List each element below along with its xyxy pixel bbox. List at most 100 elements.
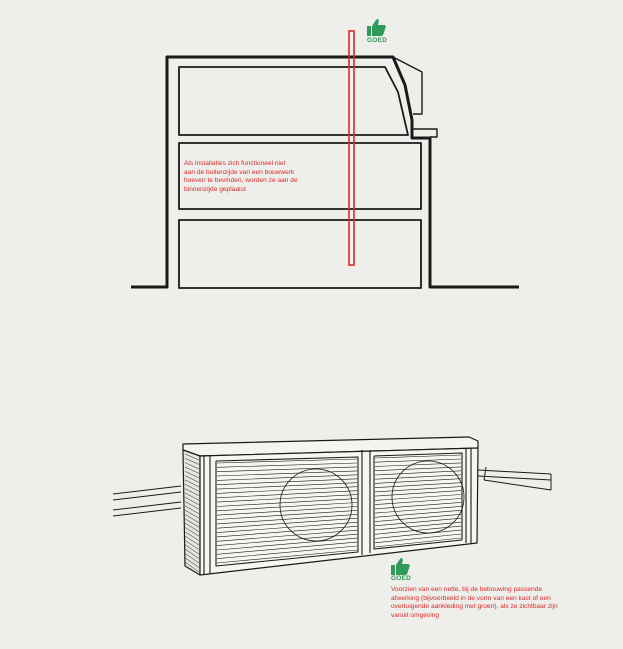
slat-line xyxy=(216,462,358,468)
slat-line xyxy=(374,462,462,467)
slat-line xyxy=(374,533,462,544)
note-line: aan de buitenzijde van een bouwwerk xyxy=(184,168,295,176)
slat-line xyxy=(216,494,358,503)
slat-line xyxy=(374,502,462,510)
slat-line xyxy=(374,514,462,522)
slat-line xyxy=(184,518,200,528)
slat-line xyxy=(184,492,200,501)
room-upper xyxy=(178,66,409,136)
slat-line xyxy=(216,506,358,516)
slat-line xyxy=(374,458,462,463)
slat-line xyxy=(216,522,358,533)
slat-line xyxy=(216,518,358,529)
slat-line xyxy=(184,514,200,523)
slat-line xyxy=(184,548,200,559)
approval-badge-label: GOED xyxy=(391,575,411,582)
slat-line xyxy=(374,454,462,459)
bottom-note: Voorzien van een nette, bij de bebouwing… xyxy=(391,586,558,620)
slat-line xyxy=(184,535,200,546)
slat-line xyxy=(216,537,358,551)
slat-line xyxy=(374,482,462,488)
slat-line xyxy=(184,458,200,465)
slat-line xyxy=(216,478,358,485)
pipes-right xyxy=(477,466,552,491)
slat-line xyxy=(184,475,200,483)
slat-line xyxy=(216,514,358,525)
internal-installation-duct xyxy=(348,30,355,266)
slat-line xyxy=(374,486,462,493)
slat-line xyxy=(184,509,200,519)
slat-line xyxy=(184,462,200,470)
slat-line xyxy=(374,494,462,501)
slat-line xyxy=(184,479,200,488)
note-line: overtuigende aankleding met groen), als … xyxy=(391,603,558,611)
slat-line xyxy=(184,453,200,461)
slat-line xyxy=(184,557,200,568)
slat-line xyxy=(184,496,200,506)
slat-line xyxy=(216,458,358,464)
slat-line xyxy=(374,498,462,505)
approval-badge-label: GOED xyxy=(367,37,387,44)
fan-outline-right xyxy=(391,460,465,534)
slat-line xyxy=(374,470,462,476)
cabinet-side xyxy=(182,449,201,576)
note-line: binnenzijde geplaatst xyxy=(184,185,246,193)
roof-edge-detail xyxy=(392,56,423,115)
slat-line xyxy=(216,490,358,499)
note-line: hoeven te bevinden, worden ze aan de xyxy=(184,177,298,185)
slat-line xyxy=(374,521,462,531)
slat-line xyxy=(184,505,200,515)
fan-outline-left xyxy=(279,468,353,542)
slat-line xyxy=(216,470,358,477)
approval-badge-bottom: GOED xyxy=(388,575,414,582)
slat-line xyxy=(216,545,358,559)
thumbs-up-icon xyxy=(367,19,386,36)
pipes-left xyxy=(112,485,182,517)
note-line: Als installaties zich functioneel niet xyxy=(184,160,286,167)
room-middle xyxy=(178,142,422,210)
slat-line xyxy=(184,522,200,532)
slat-line xyxy=(216,510,358,520)
building-outline xyxy=(131,55,519,289)
slat-line xyxy=(184,466,200,474)
installation-cabinet-drawing xyxy=(112,436,552,576)
slat-line xyxy=(184,471,200,479)
slat-line xyxy=(374,474,462,480)
slat-line xyxy=(374,517,462,527)
slat-line xyxy=(184,531,200,541)
slat-line xyxy=(216,549,358,564)
approval-badge-top: GOED xyxy=(364,37,390,44)
slat-line xyxy=(374,466,462,471)
slat-line xyxy=(216,541,358,555)
cabinet-side-slats xyxy=(184,453,200,573)
slat-line xyxy=(374,490,462,497)
slat-line xyxy=(216,502,358,512)
slat-line xyxy=(184,553,200,564)
slat-line xyxy=(216,498,358,507)
room-lower xyxy=(178,219,422,289)
slat-line xyxy=(216,466,358,472)
slat-line xyxy=(374,529,462,539)
slat-line xyxy=(184,501,200,510)
cabinet-frame xyxy=(203,448,472,574)
gutter-detail xyxy=(412,128,438,138)
top-note: Als installaties zich functioneel niet a… xyxy=(184,160,298,194)
slat-line xyxy=(216,486,358,494)
slat-line xyxy=(184,527,200,537)
slat-line xyxy=(374,510,462,518)
slat-line xyxy=(184,483,200,492)
slat-line xyxy=(374,478,462,484)
slat-line xyxy=(184,488,200,497)
cabinet-slats xyxy=(216,454,462,564)
slat-line xyxy=(216,482,358,490)
note-line: Voorzien van een nette, bij de bebouwing… xyxy=(391,586,543,593)
slat-line xyxy=(216,526,358,538)
note-line: afwerking (bijvoorbeeld in de vorm van e… xyxy=(391,594,551,602)
slat-line xyxy=(184,544,200,555)
slat-line xyxy=(374,506,462,514)
slat-line xyxy=(216,529,358,542)
slat-line xyxy=(184,540,200,550)
note-line: vanuit omgeving xyxy=(391,611,440,619)
slat-line xyxy=(374,537,462,548)
thumbs-up-icon xyxy=(391,558,410,575)
